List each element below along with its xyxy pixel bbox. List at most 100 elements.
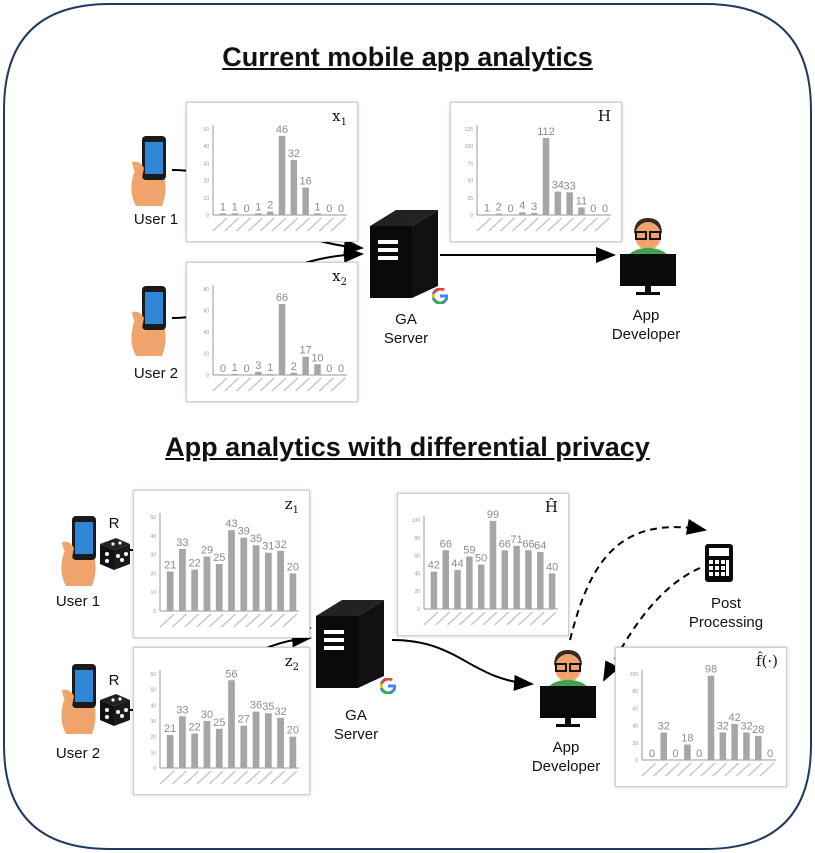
chart-data-label: 0 <box>326 363 332 375</box>
chart-data-label: 50 <box>475 553 487 565</box>
chart-data-label: 0 <box>220 363 226 375</box>
chart-x-tick-mark <box>208 770 224 785</box>
bottom-server-label-line2: Server <box>333 726 379 743</box>
chart-bar <box>252 711 260 768</box>
chart-x-tick-mark <box>233 770 249 785</box>
chart-bar <box>252 545 260 611</box>
chart-x-tick-mark <box>541 611 557 626</box>
chart-bar <box>203 556 211 611</box>
chart-y-tick-label: 10 <box>150 590 156 596</box>
chart-x-tick-mark <box>212 217 228 232</box>
chart-y-tick-label: 0 <box>153 609 156 615</box>
chart-x-tick-mark <box>759 762 775 777</box>
chart-bar <box>302 356 309 375</box>
chart-y-tick-label: 80 <box>414 536 420 542</box>
chart-f-hat-tag: f̂(·) <box>755 652 778 670</box>
chart-y-tick-label: 20 <box>150 571 156 577</box>
chart-bar <box>264 713 272 768</box>
chart-bar <box>566 192 573 215</box>
chart-bar <box>660 732 667 760</box>
chart-y-tick-label: 40 <box>203 330 209 336</box>
chart-data-label: 30 <box>201 709 213 721</box>
chart-y-tick-label: 40 <box>414 571 420 577</box>
top-server-label: GA Server <box>376 310 436 348</box>
chart-data-label: 1 <box>232 201 238 213</box>
bottom-developer-label: App Developer <box>526 738 606 776</box>
chart-bar <box>277 717 284 768</box>
chart-x-tick-mark <box>233 613 249 628</box>
chart-y-tick-label: 50 <box>467 179 473 185</box>
chart-x-tick-mark <box>212 377 228 392</box>
chart-x-tick-mark <box>236 217 252 232</box>
chart-y-tick-label: 0 <box>635 758 638 764</box>
section-title-current: Current mobile app analytics <box>222 42 593 72</box>
chart-y-tick-label: 0 <box>206 373 209 379</box>
chart-x-tick-mark <box>159 770 175 785</box>
chart-data-label: 66 <box>522 538 534 550</box>
chart-bar <box>179 716 186 768</box>
bottom-user-1-phone-icon <box>61 516 96 586</box>
chart-x-tick-mark <box>221 613 236 628</box>
bottom-google-logo-icon <box>380 678 396 694</box>
chart-data-label: 32 <box>717 720 729 732</box>
chart-data-label: 0 <box>507 203 513 215</box>
chart-bar <box>266 211 274 215</box>
chart-x-tick-mark <box>570 217 586 232</box>
chart-x-tick-mark <box>257 770 273 785</box>
chart-data-label: 1 <box>267 362 273 374</box>
top-developer-label-line1: App <box>632 307 660 324</box>
chart-bar <box>743 732 750 760</box>
chart-data-label: 34 <box>552 180 564 192</box>
chart-x-tick-mark <box>159 613 175 628</box>
chart-bar <box>530 212 538 215</box>
chart-x-tick-mark <box>506 611 522 626</box>
chart-x-tick-mark <box>482 611 498 626</box>
chart-bar <box>278 135 286 215</box>
chart-data-label: 66 <box>440 538 452 550</box>
bottom-developer-icon <box>540 650 596 727</box>
chart-y-tick-label: 75 <box>467 161 473 167</box>
post-processing-label-line2: Processing <box>688 614 764 631</box>
chart-y-tick-label: 20 <box>632 741 638 747</box>
chart-bar <box>278 304 286 375</box>
chart-data-label: 0 <box>590 203 596 215</box>
chart-x-tick-mark <box>184 613 200 628</box>
chart-y-tick-label: 80 <box>632 689 638 695</box>
chart-data-label: 1 <box>314 201 320 213</box>
chart-data-label: 98 <box>705 664 717 676</box>
chart-bar <box>266 373 274 375</box>
chart-data-label: 112 <box>537 126 555 138</box>
chart-data-label: 33 <box>176 704 188 716</box>
chart-bar <box>219 213 227 215</box>
chart-x-tick-mark <box>224 217 240 232</box>
chart-y-tick-label: 50 <box>150 515 156 521</box>
chart-data-label: 0 <box>243 203 249 215</box>
ga-server-icon <box>370 210 438 298</box>
chart-bar <box>707 675 715 760</box>
chart-bar <box>466 556 473 609</box>
chart-y-tick-label: 30 <box>150 719 156 725</box>
dashed-postprocessing-to-developer <box>603 567 701 682</box>
chart-data-label: 66 <box>499 538 511 550</box>
chart-y-tick-label: 60 <box>414 554 420 560</box>
chart-y-tick-label: 20 <box>150 735 156 741</box>
bottom-server-label: GA Server <box>326 706 386 744</box>
chart-y-tick-label: 10 <box>150 750 156 756</box>
chart-y-tick-label: 100 <box>412 518 421 524</box>
chart-x-tick-mark <box>641 762 657 777</box>
chart-bar <box>302 187 309 215</box>
chart-y-tick-label: 0 <box>153 766 156 772</box>
chart-data-label: 1 <box>484 202 490 214</box>
chart-x-tick-mark <box>470 611 486 626</box>
chart-data-label: 71 <box>511 534 523 546</box>
chart-x-tick-mark <box>330 217 346 232</box>
chart-x-tick-mark <box>224 377 240 392</box>
chart-data-label: 1 <box>232 362 238 374</box>
chart-bar <box>454 569 461 609</box>
